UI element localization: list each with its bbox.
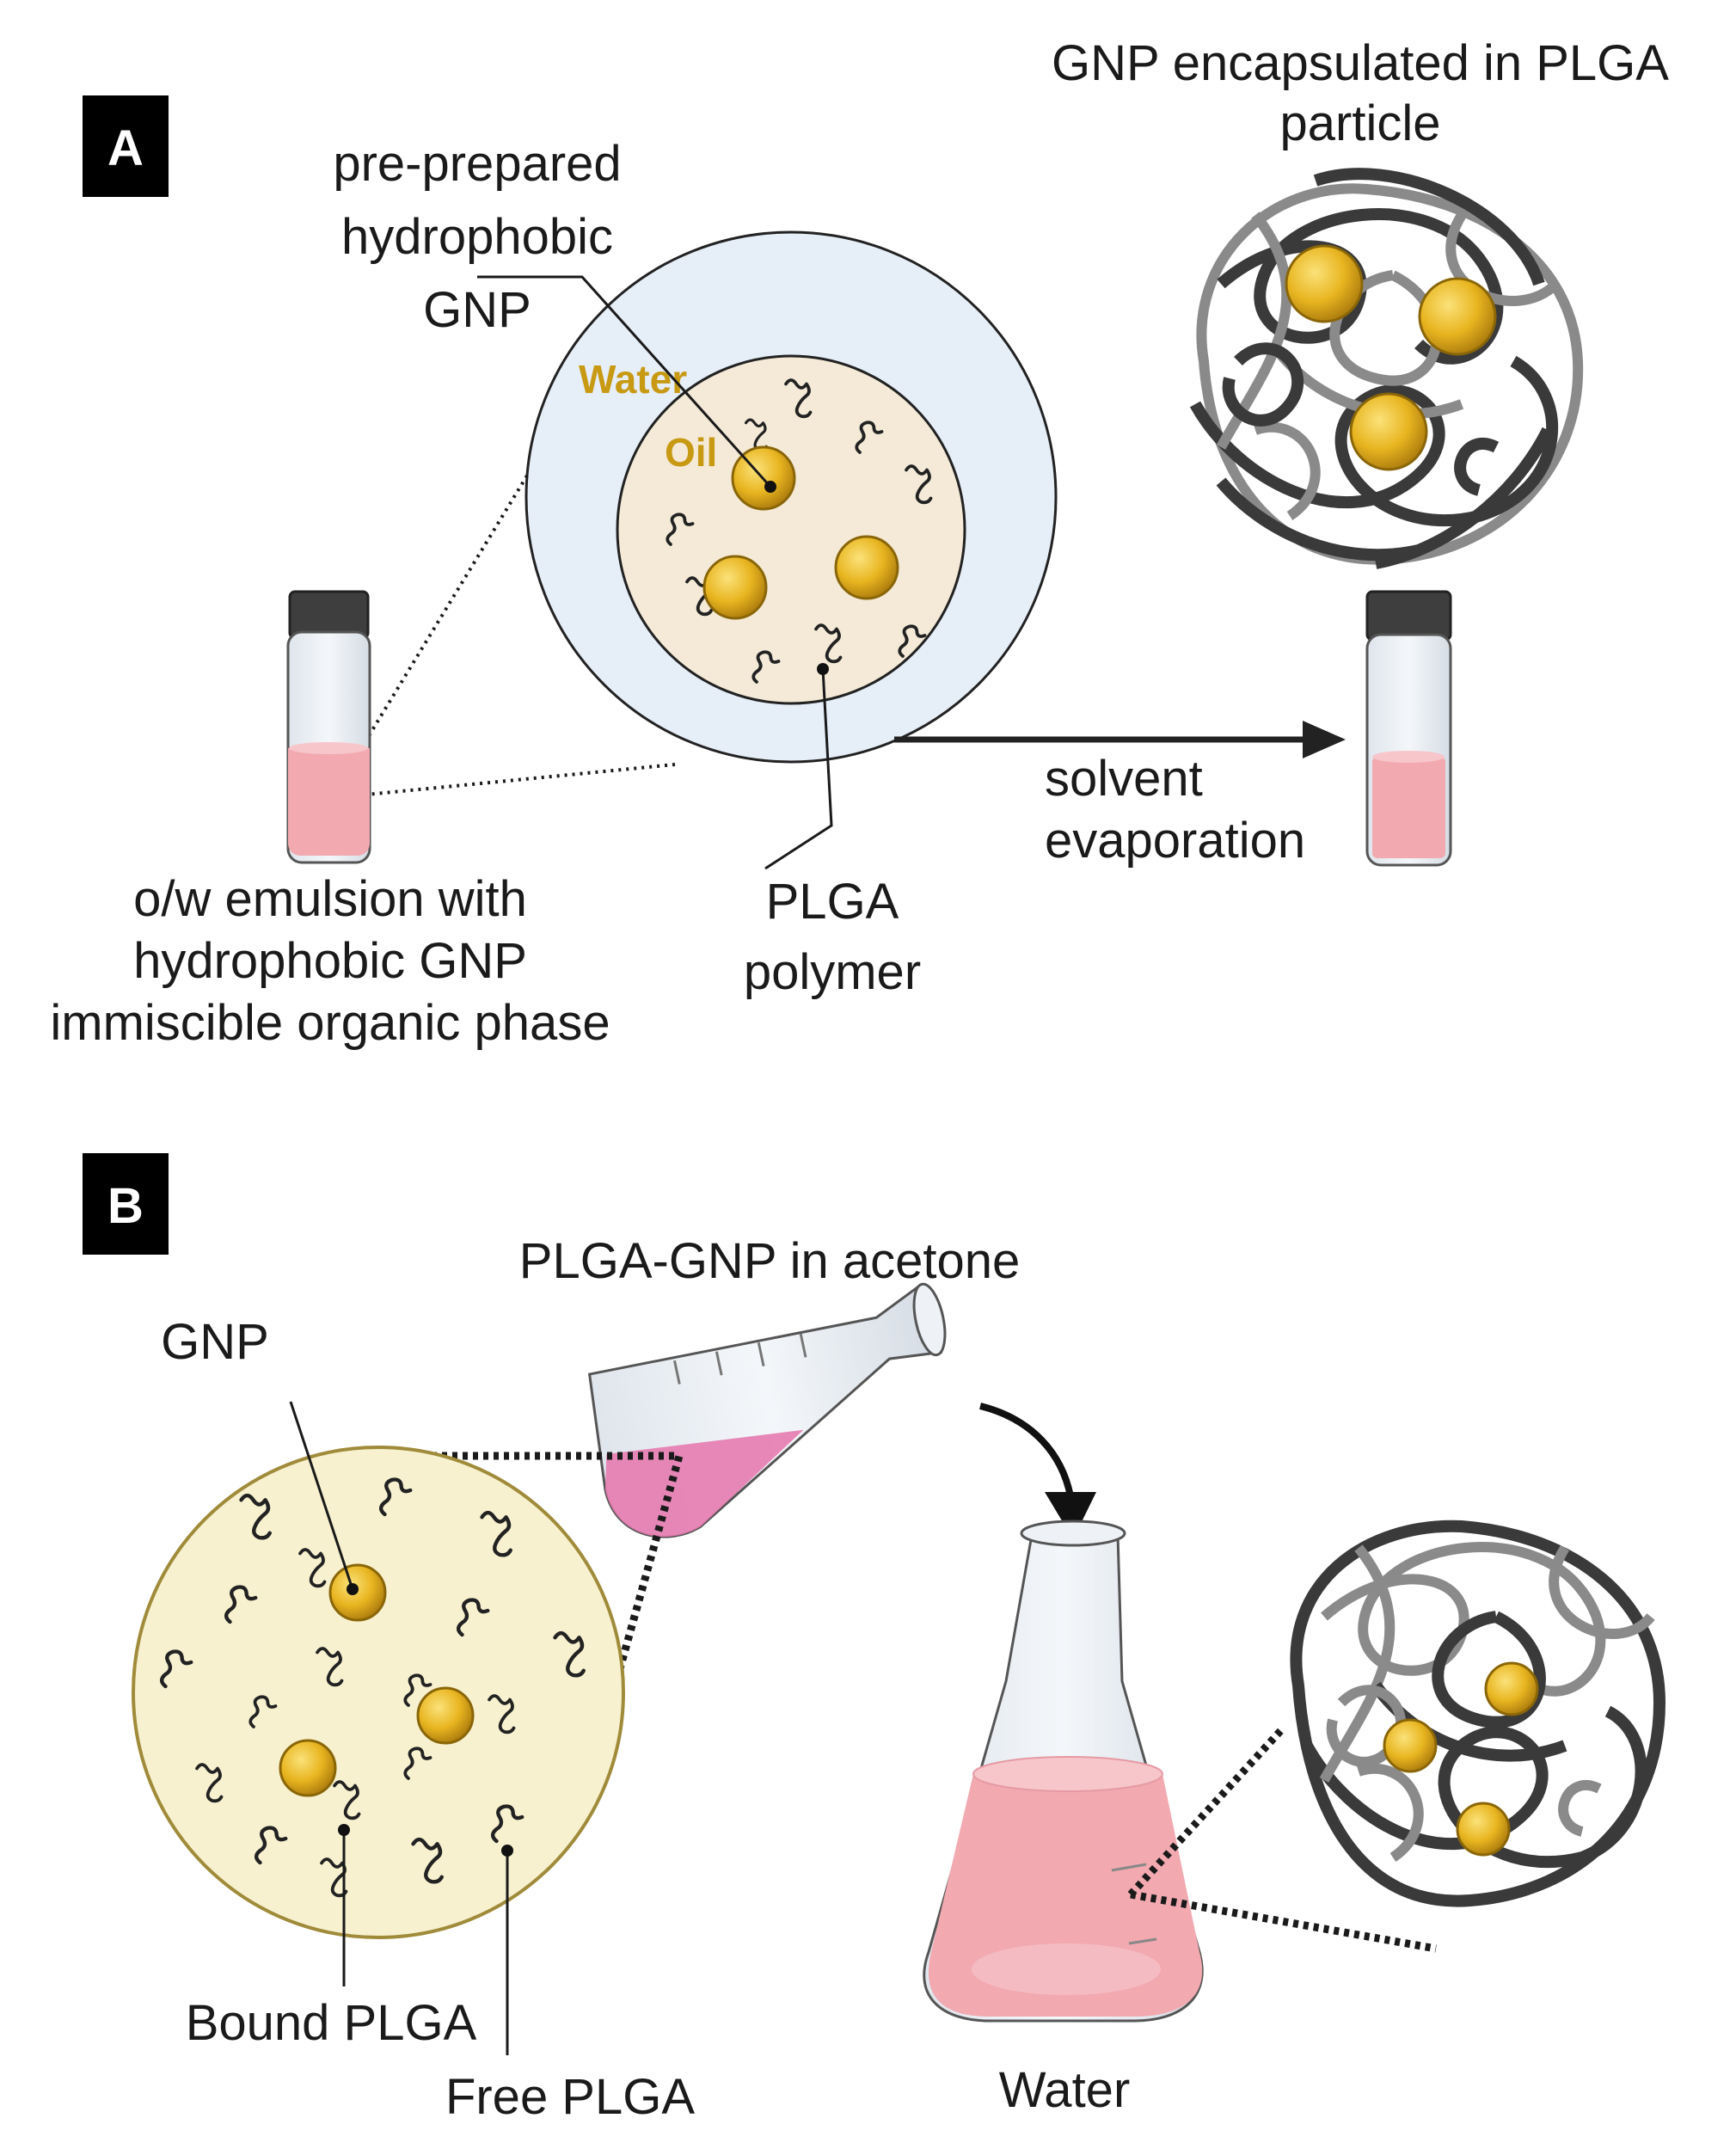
- zoom-line-lower-b: [596, 1454, 684, 1741]
- gnp-sphere-b-3: [279, 1739, 337, 1797]
- pour-arrow: [979, 1403, 1096, 1539]
- emulsion-line-3: immiscible organic phase: [50, 995, 610, 1051]
- plga-particle-a: [1189, 168, 1584, 569]
- gnp-sphere-particle-a-1: [1285, 244, 1364, 323]
- gnp-leader-line: [477, 275, 776, 493]
- pre-prepared-line-1: pre-prepared: [333, 136, 621, 192]
- zoom-line-lower-particle-b: [1130, 1890, 1437, 1953]
- evaporated-vial: [1365, 590, 1452, 867]
- zoom-line-upper-a: [329, 474, 529, 800]
- erlenmeyer-flask: [923, 1520, 1204, 2023]
- plga-polymer-line-1: PLGA: [766, 874, 899, 930]
- panel-a-badge: [83, 95, 169, 197]
- pre-prepared-line-2: hydrophobic: [341, 209, 613, 265]
- gnp-label-b: GNP: [161, 1314, 269, 1370]
- gnp-sphere-particle-b-3: [1456, 1802, 1511, 1857]
- bound-plga-label: Bound PLGA: [186, 1995, 477, 2051]
- emulsion-label: o/w emulsion with hydrophobic GNP immisc…: [50, 871, 610, 1051]
- gnp-sphere-particle-b-2: [1383, 1718, 1438, 1773]
- pre-prepared-gnp-label: pre-prepared hydrophobic GNP: [333, 136, 621, 338]
- free-plga-label: Free PLGA: [445, 2069, 695, 2125]
- zoom-line-lower-a: [330, 763, 676, 800]
- plga-particle-b: [1290, 1520, 1666, 1907]
- panel-a-letter: A: [107, 120, 144, 176]
- gnp-sphere-b-2: [416, 1686, 475, 1745]
- encapsulated-label: GNP encapsulated in PLGA particle: [1052, 35, 1669, 151]
- acetone-label: PLGA-GNP in acetone: [519, 1233, 1020, 1289]
- emulsion-line-1: o/w emulsion with: [133, 871, 527, 927]
- encapsulated-line-1: GNP encapsulated in PLGA: [1052, 35, 1669, 91]
- encapsulated-line-2: particle: [1280, 95, 1441, 151]
- gnp-sphere-particle-b-1: [1484, 1661, 1539, 1716]
- gnp-sphere-particle-a-3: [1349, 392, 1428, 471]
- water-label: Water: [579, 357, 687, 402]
- solvent-evaporation-line-2: evaporation: [1045, 813, 1305, 869]
- gnp-sphere-particle-a-2: [1418, 277, 1497, 356]
- panel-b: B PLGA-GNP in acetone GNP: [83, 1153, 1666, 2125]
- free-plga-leader-line: [501, 1845, 513, 2055]
- gnp-sphere-core-2: [702, 555, 768, 620]
- oil-label: Oil: [665, 430, 717, 475]
- bound-plga-leader-line: [338, 1824, 350, 1986]
- oil-phase-core: [616, 354, 966, 705]
- gnp-leader-line-b: [289, 1401, 359, 1595]
- zoom-circle-b: [132, 1446, 625, 1939]
- water-label-b: Water: [999, 2062, 1131, 2118]
- plga-polymer-leader-line: [764, 663, 833, 870]
- panel-b-badge: [83, 1153, 169, 1255]
- pre-prepared-line-3: GNP: [423, 282, 531, 338]
- solvent-evaporation-arrow: [894, 721, 1346, 758]
- tilted-flask: [587, 1282, 947, 1538]
- solvent-evaporation-line-1: solvent: [1045, 751, 1203, 807]
- panel-b-letter: B: [107, 1178, 144, 1234]
- gnp-sphere-core-3: [834, 535, 899, 600]
- panel-a: A pre-prepared hydrophobic GNP Water Oil: [50, 35, 1669, 1051]
- emulsion-droplet: Water Oil: [524, 230, 1058, 764]
- gnp-sphere-b-1: [328, 1563, 387, 1622]
- emulsion-vial: [286, 590, 371, 864]
- emulsion-line-2: hydrophobic GNP: [133, 933, 527, 989]
- plga-polymer-line-2: polymer: [744, 944, 921, 1000]
